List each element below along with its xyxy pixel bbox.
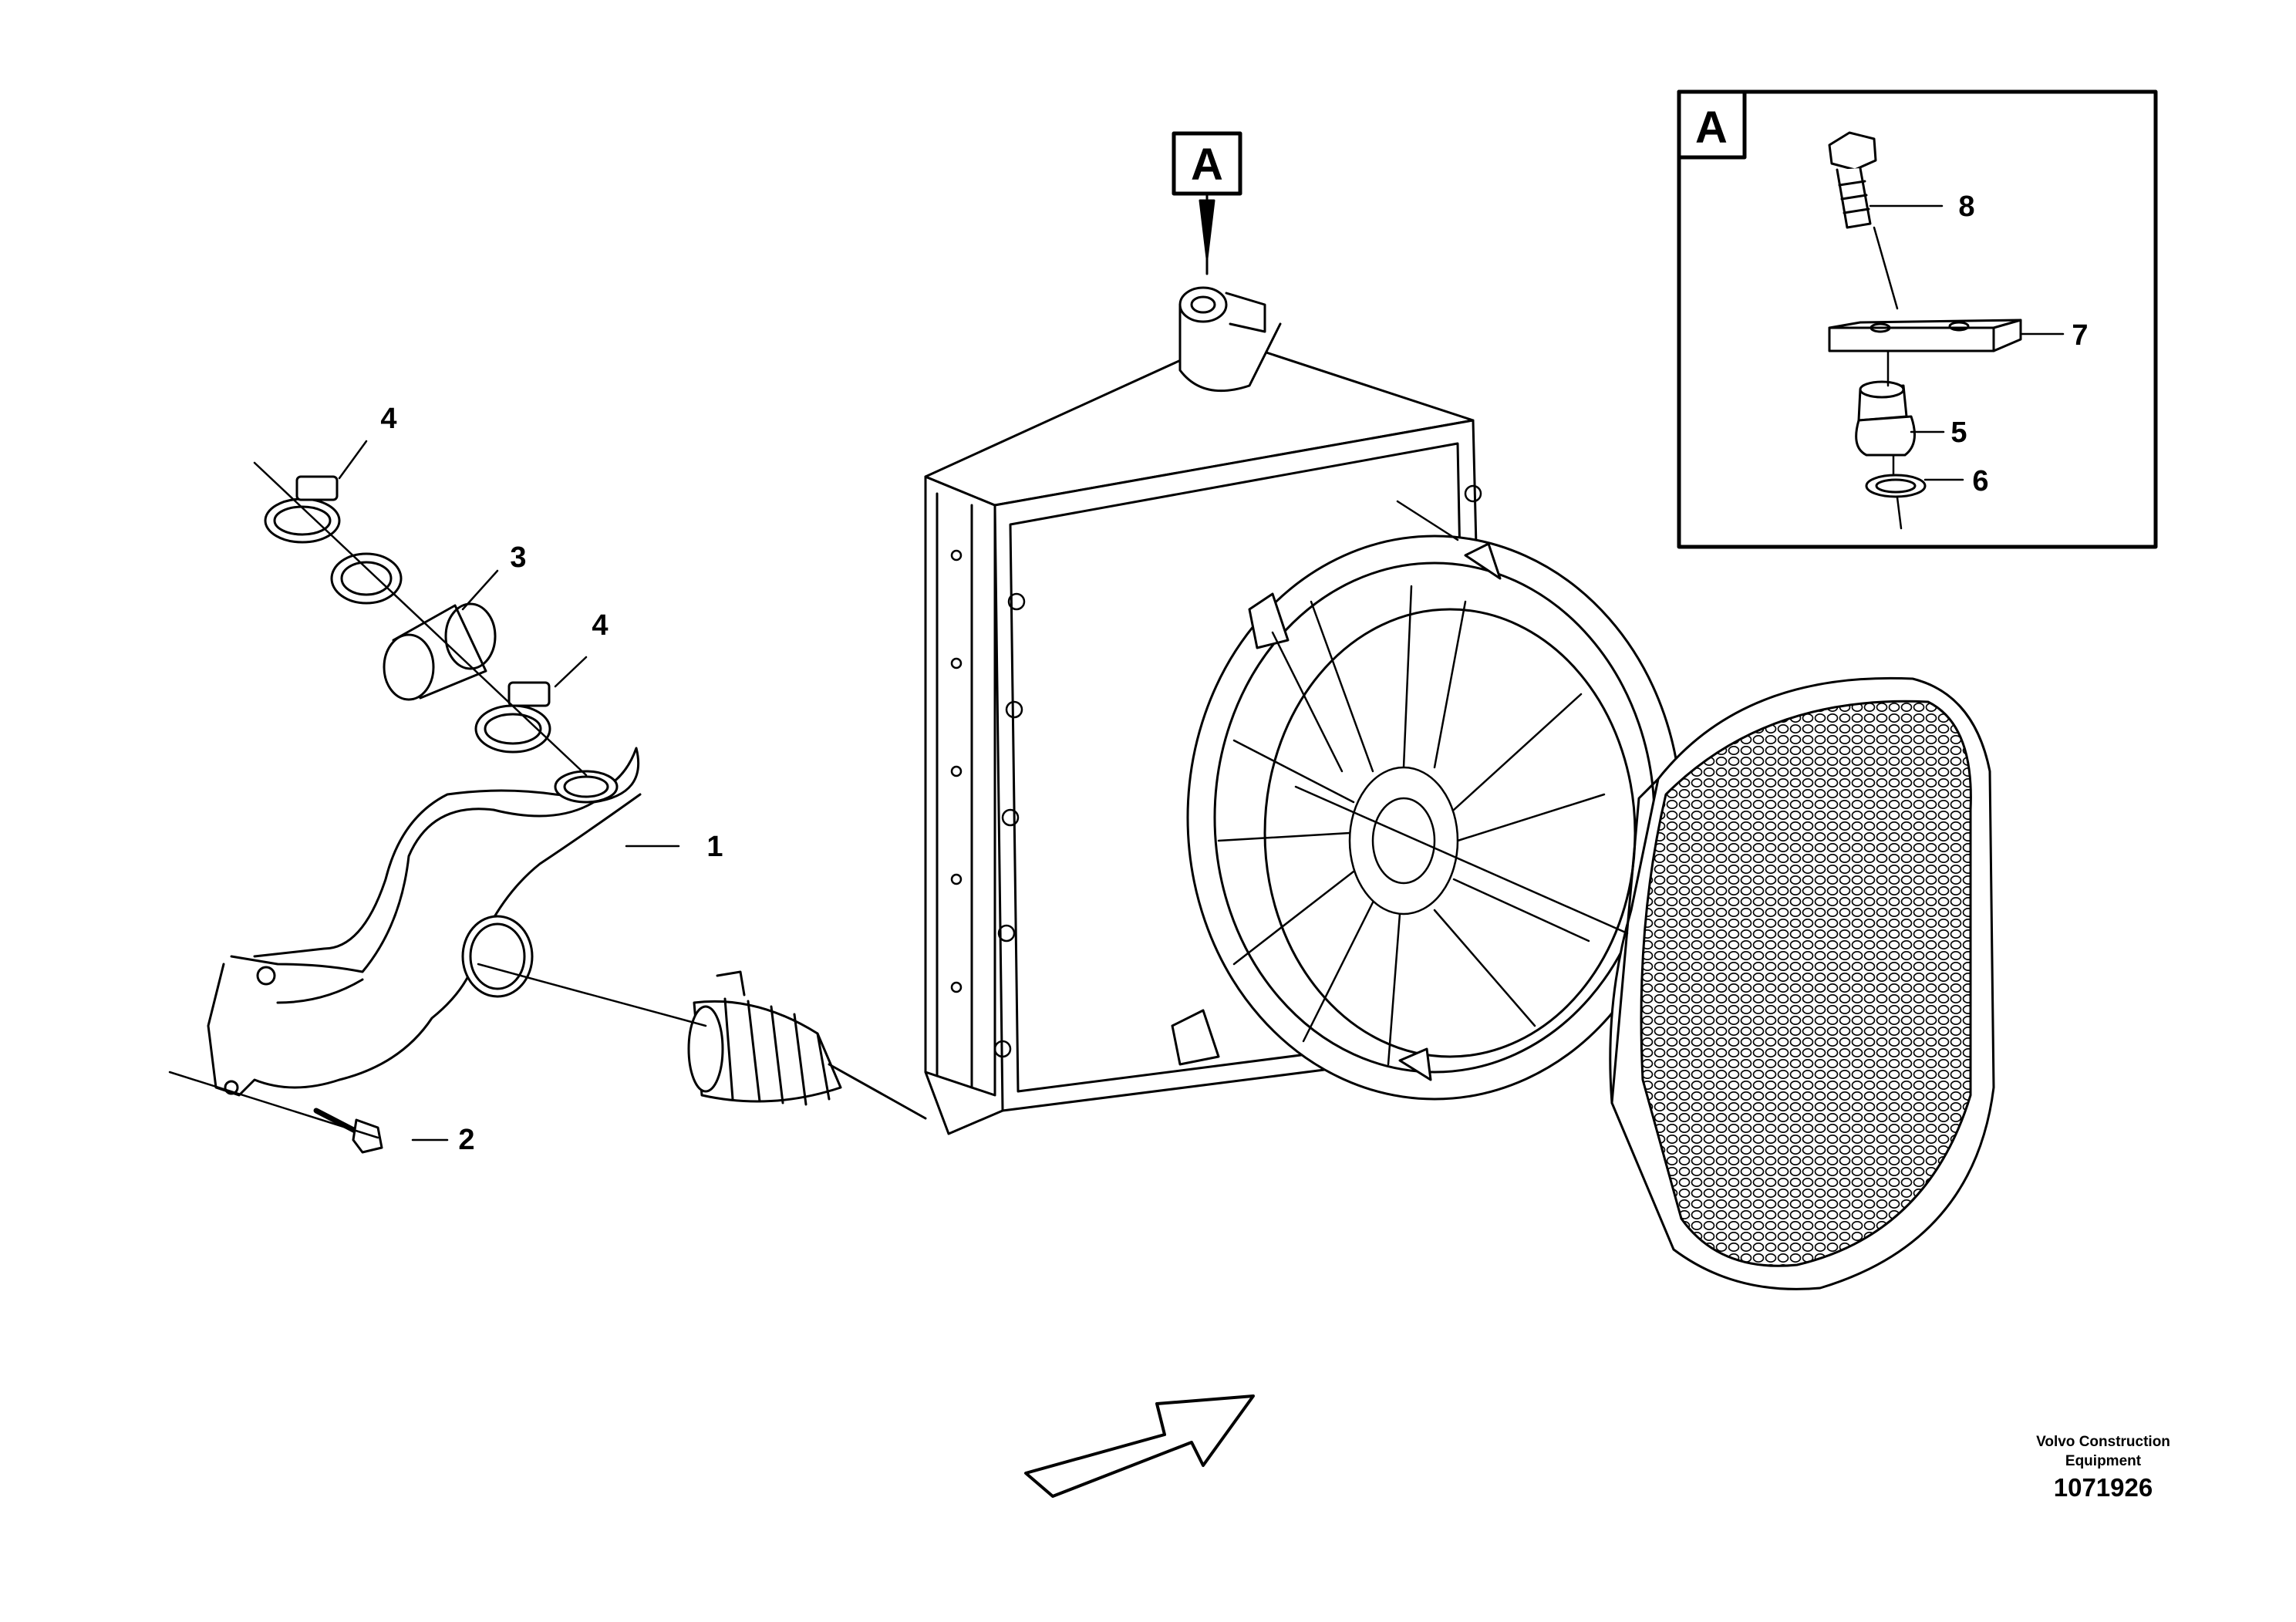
detail-inset-frame	[1677, 89, 2158, 549]
view-a-label: A	[1191, 140, 1223, 190]
leader-lines	[168, 440, 1629, 1141]
drawing-number: 1071926	[2054, 1473, 2153, 1502]
callout-7: 7	[2072, 319, 2088, 352]
callout-6: 6	[1972, 465, 1988, 497]
callout-1: 1	[706, 831, 723, 863]
clamp-lower	[474, 681, 551, 754]
inset-spacer-block	[1828, 319, 2022, 352]
callout-5: 5	[1950, 416, 1967, 449]
callout-3: 3	[510, 541, 526, 574]
inset-a-label: A	[1695, 103, 1728, 153]
inset-leader-lines	[1869, 204, 2065, 530]
fan-blades	[1217, 585, 1606, 1066]
inset-washer	[1865, 474, 1927, 498]
callout-4-upper: 4	[380, 403, 396, 435]
inset-rubber-mount	[1855, 380, 1916, 457]
inset-bolt	[1828, 131, 1877, 229]
intake-pipe	[207, 747, 642, 1097]
direction-arrow	[1024, 1394, 1255, 1498]
flange-bolt	[313, 1108, 383, 1154]
view-a-marker	[1172, 131, 1242, 275]
fan-guard-grille	[1609, 676, 1995, 1290]
callout-2: 2	[458, 1124, 474, 1156]
top-outlet-pipe	[1178, 286, 1282, 393]
corrugated-hose	[687, 970, 927, 1120]
callout-4-lower: 4	[592, 609, 608, 642]
brand-line-1: Volvo Construction	[2036, 1434, 2170, 1450]
sealing-ring-upper	[330, 552, 403, 605]
clamp-upper	[264, 475, 341, 544]
sleeve	[383, 602, 497, 701]
callout-8: 8	[1958, 191, 1974, 223]
frame-bolts	[950, 484, 1482, 1058]
brand-line-2: Equipment	[2065, 1453, 2142, 1469]
